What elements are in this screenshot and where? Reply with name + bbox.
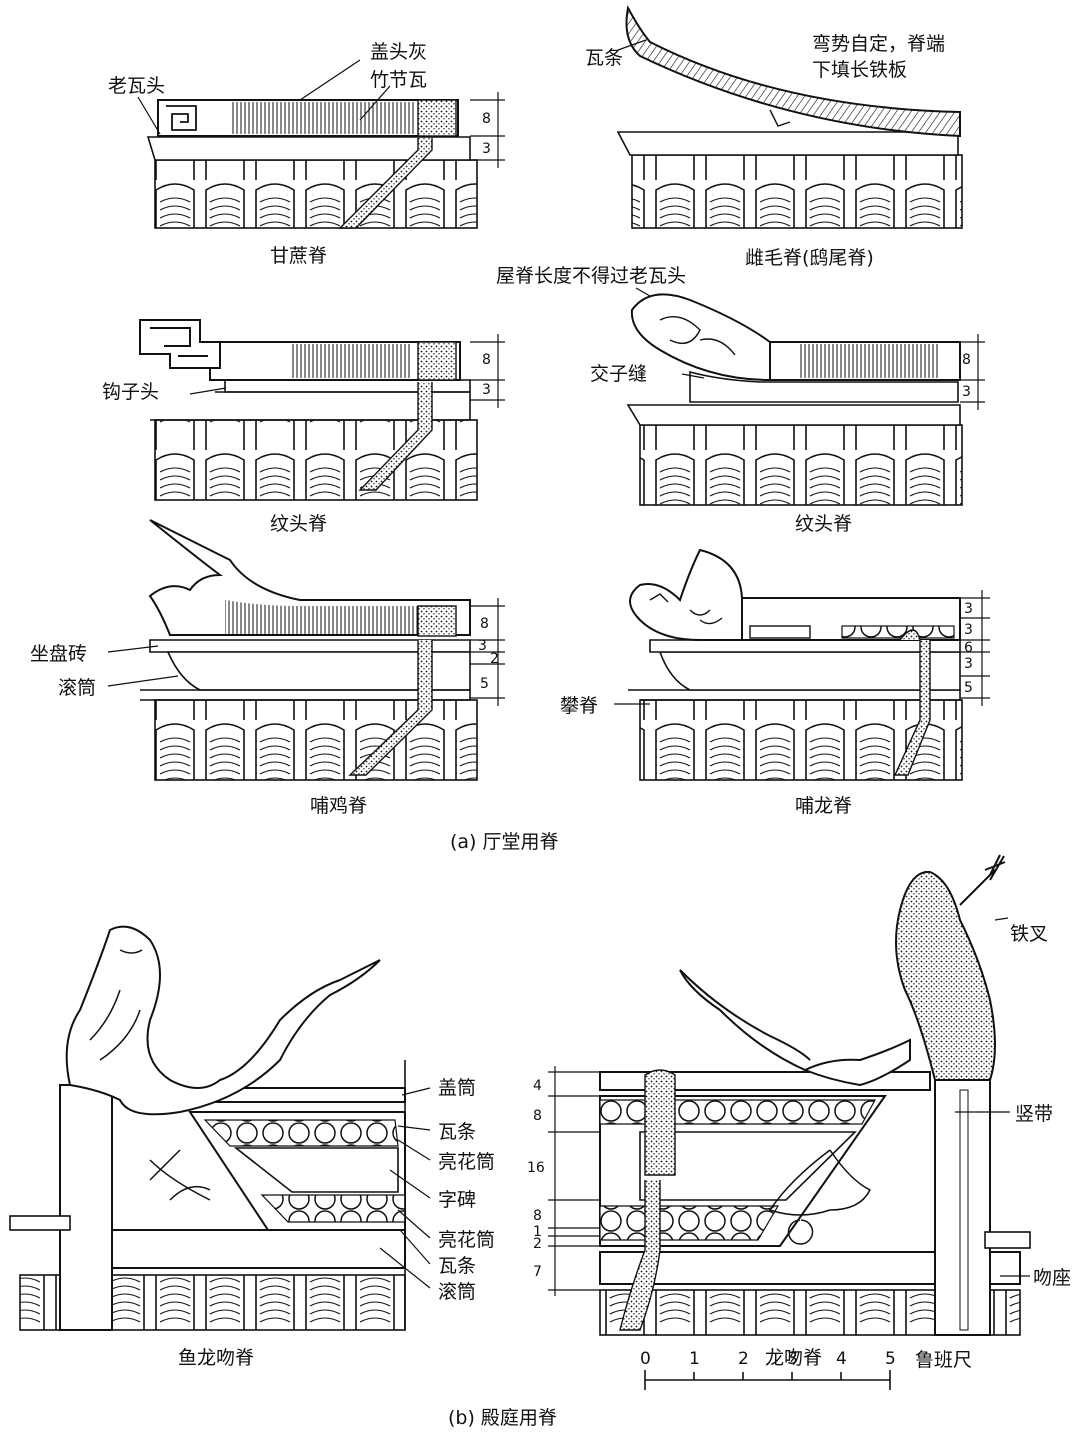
- panel-long-wen-ridge: [548, 854, 1031, 1336]
- label-watiao-lower: 瓦条: [438, 1255, 476, 1277]
- panel-title-cimao: 雌毛脊(鸱尾脊): [745, 247, 874, 269]
- label-gouzitou: 钩子头: [102, 381, 159, 403]
- panel-wentou-ridge-left: [139, 319, 505, 501]
- dim-3: 3: [962, 384, 971, 400]
- dim-3: 3: [478, 638, 487, 654]
- panel-bulong-ridge: [614, 548, 990, 781]
- scale-tick-0: 0: [640, 1349, 651, 1369]
- scale-unit: 鲁班尺: [915, 1349, 972, 1371]
- panel-yulong-wen-ridge: [9, 925, 431, 1331]
- dim-4: 4: [533, 1078, 542, 1094]
- label-zuopanzhuan: 坐盘砖: [30, 643, 87, 665]
- scale-tick-3: 3: [787, 1349, 798, 1369]
- dim-8: 8: [480, 616, 489, 632]
- panel-title-longwen: 龙吻脊: [765, 1347, 822, 1369]
- label-guntong-b: 滚筒: [438, 1281, 476, 1303]
- label-panji: 攀脊: [560, 695, 598, 717]
- panel-title-wentou-right: 纹头脊: [795, 513, 852, 535]
- dim-3: 3: [482, 382, 491, 398]
- label-lianghuatong-upper: 亮花筒: [438, 1151, 495, 1173]
- scale-bar: [644, 1370, 891, 1390]
- label-curve-note-2: 下填长铁板: [812, 59, 907, 81]
- label-watiao-upper: 瓦条: [438, 1121, 476, 1143]
- label-zhujiewa: 竹节瓦: [370, 69, 427, 91]
- dim-3: 3: [482, 141, 491, 157]
- dim-16: 16: [527, 1160, 545, 1176]
- panel-title-bulong: 哺龙脊: [795, 795, 852, 817]
- panel-title-wentou-left: 纹头脊: [270, 513, 327, 535]
- dim-3: 3: [964, 601, 973, 617]
- dim-1: 1: [533, 1224, 542, 1240]
- label-guntong: 滚筒: [58, 677, 96, 699]
- panel-wentou-ridge-right: [626, 287, 985, 506]
- dim-8: 8: [962, 352, 971, 368]
- dim-6: 6: [964, 640, 973, 656]
- scale-tick-4: 4: [836, 1349, 847, 1369]
- dim-5: 5: [480, 676, 489, 692]
- label-zibei: 字碑: [438, 1189, 476, 1211]
- dim-8: 8: [533, 1208, 542, 1224]
- dim-5: 5: [964, 680, 973, 696]
- label-gaitong: 盖筒: [438, 1077, 476, 1099]
- panel-title-yulong: 鱼龙吻脊: [178, 1347, 254, 1369]
- scale-tick-2: 2: [738, 1349, 749, 1369]
- panel-cimao-ridge: [616, 5, 963, 229]
- label-shudai: 竖带: [1015, 1103, 1053, 1125]
- label-gaitouhui: 盖头灰: [370, 41, 427, 63]
- label-wenzuo: 吻座: [1033, 1267, 1071, 1289]
- panel-ganzhe-ridge: [137, 59, 505, 229]
- dim-2: 2: [490, 651, 499, 667]
- panel-buji-ridge: [107, 519, 505, 781]
- dim-3: 3: [964, 656, 973, 672]
- label-laowatou: 老瓦头: [108, 75, 165, 97]
- label-jiaozifeng: 交子缝: [590, 363, 647, 385]
- dim-8: 8: [482, 352, 491, 368]
- caption-section-b: (b) 殿庭用脊: [448, 1407, 557, 1429]
- panel-title-buji: 哺鸡脊: [310, 795, 367, 817]
- label-curve-note-1: 弯势自定，脊端: [812, 33, 945, 55]
- label-watiao: 瓦条: [585, 47, 623, 69]
- label-lianghuatong-lower: 亮花筒: [438, 1229, 495, 1251]
- scale-tick-5: 5: [885, 1349, 896, 1369]
- label-ridge-length-note: 屋脊长度不得过老瓦头: [496, 265, 686, 287]
- label-tiecha: 铁叉: [1010, 923, 1048, 945]
- dim-3: 3: [964, 622, 973, 638]
- dim-7: 7: [533, 1264, 542, 1280]
- caption-section-a: (a) 厅堂用脊: [450, 831, 559, 853]
- dim-8: 8: [533, 1108, 542, 1124]
- panel-title-ganzhe: 甘蔗脊: [270, 245, 327, 267]
- dim-2: 2: [533, 1236, 542, 1252]
- dim-8: 8: [482, 111, 491, 127]
- scale-tick-1: 1: [689, 1349, 700, 1369]
